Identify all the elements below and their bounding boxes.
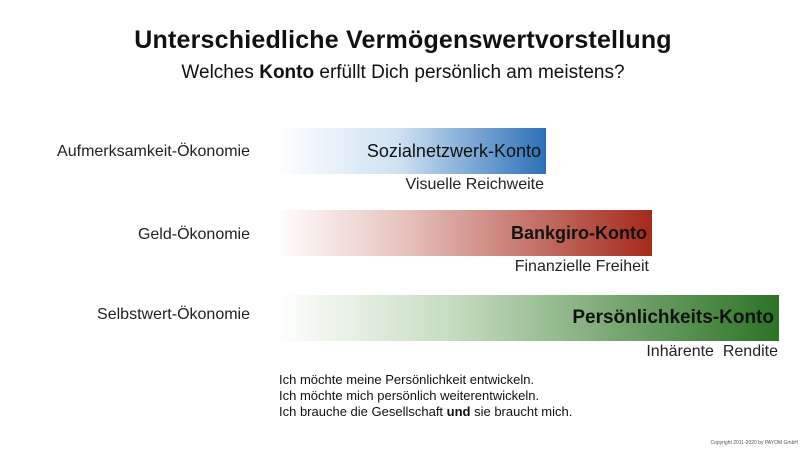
economy-label-self-worth: Selbstwert-Ökonomie: [97, 306, 250, 323]
caption-inherent-return: Inhärente Rendite: [646, 343, 778, 360]
statement-line-1: Ich möchte meine Persönlichkeit entwicke…: [279, 372, 535, 387]
account-label-personality: Persönlichkeits-Konto: [572, 307, 774, 328]
statement-line-3-after: sie braucht mich.: [470, 404, 573, 419]
copyright-notice: Copyright 2011-2020 by PAYOM GmbH: [710, 440, 798, 446]
subtitle-before: Welches: [181, 62, 260, 83]
page-title: Unterschiedliche Vermögenswertvorstellun…: [134, 26, 672, 54]
bar-personality-account: Persönlichkeits-Konto: [276, 295, 779, 341]
statement-line-3-emphasis: und: [446, 404, 471, 419]
statement-line-3-before: Ich brauche die Gesellschaft: [279, 404, 447, 419]
account-label-bank: Bankgiro-Konto: [511, 222, 647, 243]
page-subtitle: Welches Konto erfüllt Dich persönlich am…: [0, 62, 806, 84]
economy-label-money: Geld-Ökonomie: [137, 226, 250, 243]
subtitle-after: erfüllt Dich persönlich am meistens?: [314, 62, 625, 83]
economy-label-attention: Aufmerksamkeit-Ökonomie: [57, 143, 250, 160]
statement-line-3: Ich brauche die Gesellschaft und sie bra…: [279, 404, 572, 420]
statement-line-2: Ich möchte mich persönlich weiterentwick…: [279, 388, 540, 403]
subtitle-emphasis: Konto: [259, 62, 315, 83]
caption-financial-freedom: Finanzielle Freiheit: [514, 258, 649, 275]
bar-bank-account: Bankgiro-Konto: [276, 210, 652, 256]
statements-block: Ich möchte meine Persönlichkeit entwicke…: [279, 372, 572, 420]
account-label-social: Sozialnetzwerk-Konto: [366, 140, 541, 161]
caption-visual-reach: Visuelle Reichweite: [405, 176, 544, 193]
bar-social-network-account: Sozialnetzwerk-Konto: [276, 128, 546, 174]
